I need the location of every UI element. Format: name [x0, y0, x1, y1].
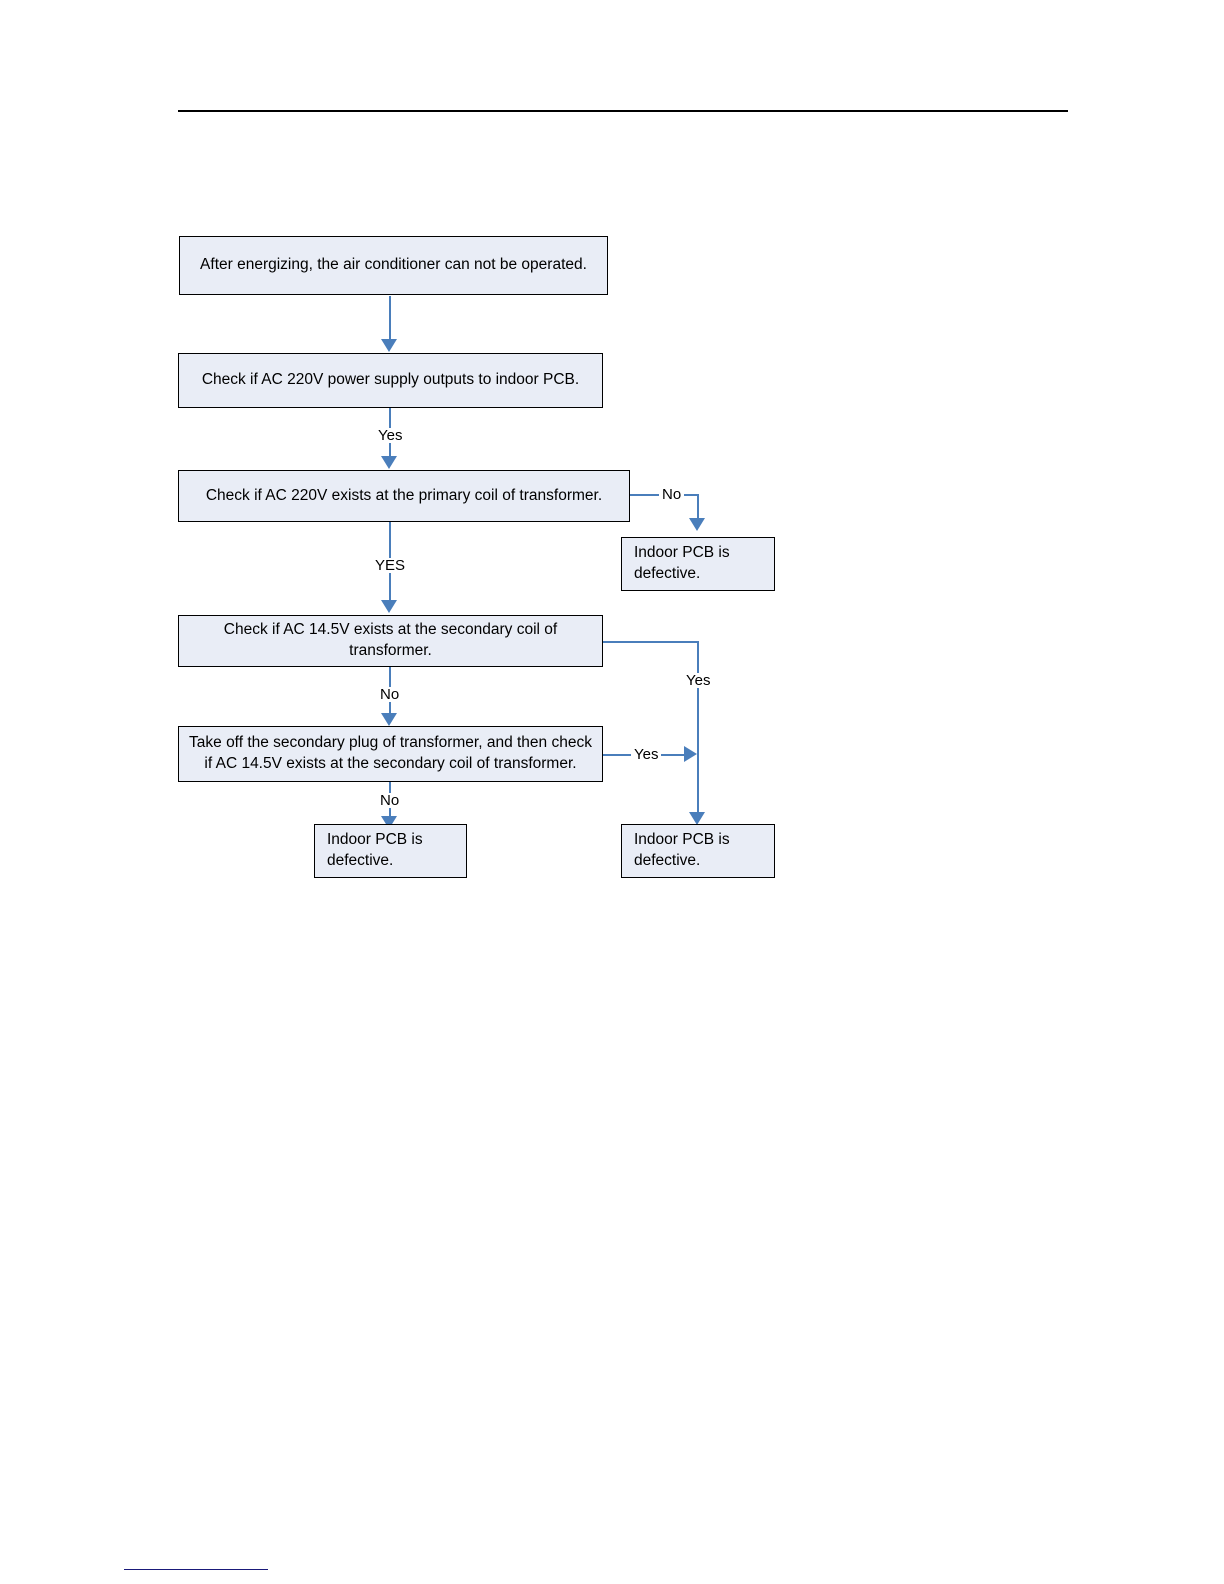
flow-node-check-145v-secondary-coil: Check if AC 14.5V exists at the secondar… [178, 615, 603, 667]
flow-node-start: After energizing, the air conditioner ca… [179, 236, 608, 295]
flow-node-check-220v-primary-coil: Check if AC 220V exists at the primary c… [178, 470, 630, 522]
flow-node-check-220v-indoor-pcb: Check if AC 220V power supply outputs to… [178, 353, 603, 408]
edge-label-yes-3: Yes [683, 673, 714, 688]
arrowhead-primary-to-secondary [381, 600, 397, 613]
edge-label-yes-4: Yes [631, 747, 662, 762]
connector-secondary-to-pcb3-vertical [697, 641, 699, 818]
flow-node-take-off-secondary-plug: Take off the secondary plug of transform… [178, 726, 603, 782]
arrowhead-secondary-to-takeoff [381, 713, 397, 726]
edge-label-no-1: No [659, 487, 685, 502]
arrowhead-primary-to-pcb1 [689, 518, 705, 531]
connector-start-to-check220pcb [389, 296, 391, 341]
connector-secondary-to-pcb3-horizontal [603, 641, 699, 643]
connector-primary-to-pcb1-vertical [697, 494, 699, 522]
flow-node-indoor-pcb-defective-1: Indoor PCB is defective. [621, 537, 775, 591]
arrowhead-start-to-check220pcb [381, 339, 397, 352]
arrowhead-check220pcb-to-primary [381, 456, 397, 469]
edge-label-no-3: No [377, 793, 403, 808]
arrowhead-takeoff-to-pcb3 [684, 746, 697, 762]
arrowhead-secondary-to-pcb3 [689, 812, 705, 825]
flow-node-indoor-pcb-defective-2: Indoor PCB is defective. [314, 824, 467, 878]
edge-label-yes-2: YES [372, 558, 409, 573]
edge-label-yes-1: Yes [375, 428, 406, 443]
header-rule [178, 110, 1068, 112]
footnote-separator-rule [124, 1569, 268, 1570]
edge-label-no-2: No [377, 687, 403, 702]
flow-node-indoor-pcb-defective-3: Indoor PCB is defective. [621, 824, 775, 878]
